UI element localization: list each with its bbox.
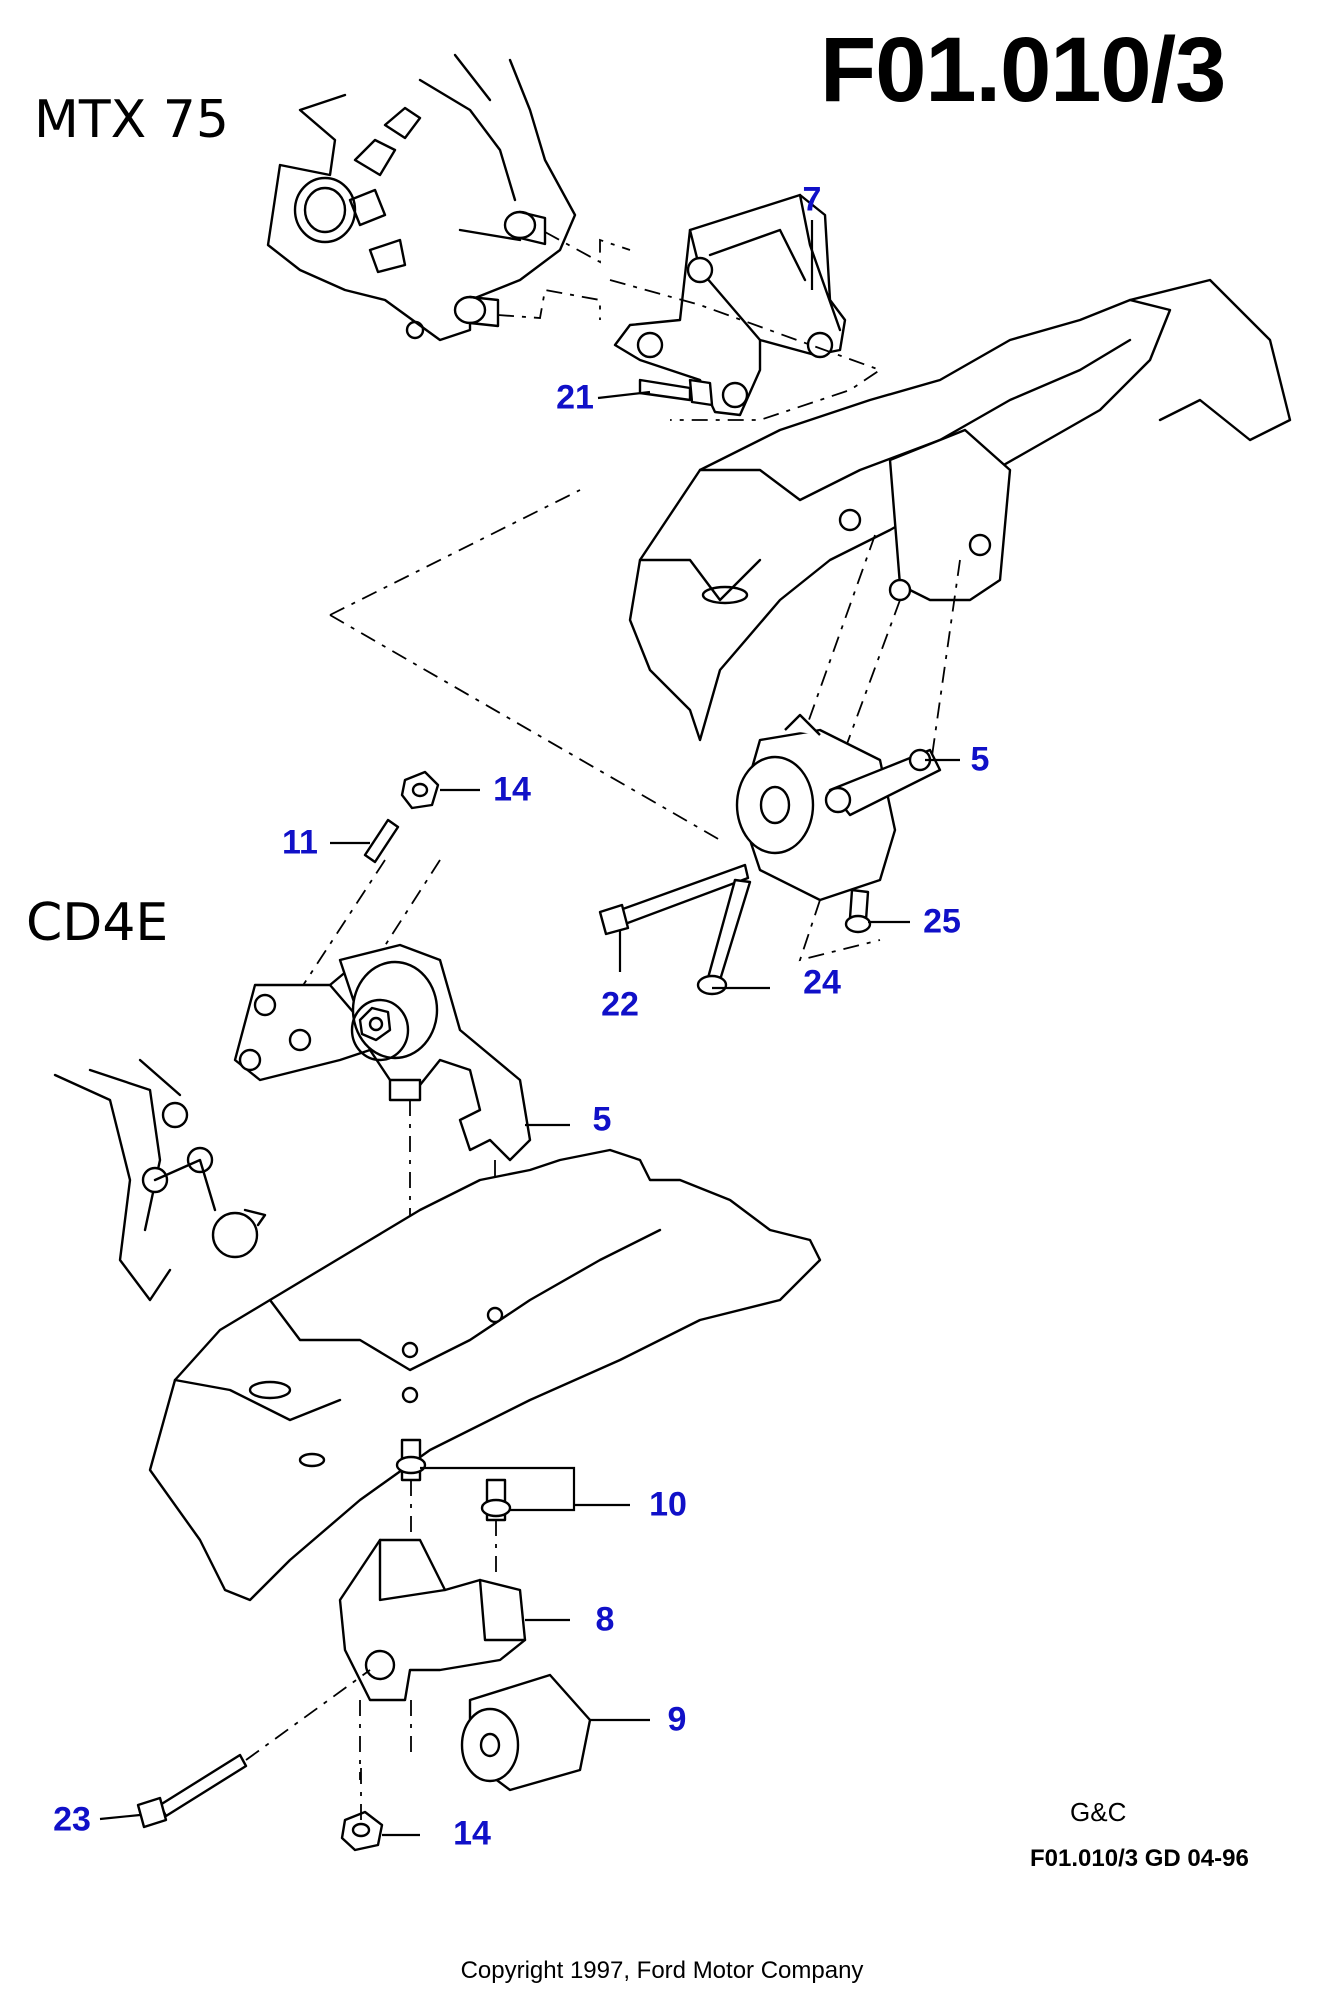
part-8-bracket: [338, 1538, 527, 1702]
part-5-mount-mtx: [735, 713, 942, 962]
crossmember-cd4e: [148, 1148, 822, 1602]
engine-outline-cd4e: [53, 1058, 267, 1302]
callout-14-lower: 14: [453, 1814, 491, 1853]
part-7-mount-bracket: [613, 193, 847, 417]
callout-22: 22: [601, 985, 639, 1024]
bushing-upper: [503, 210, 547, 246]
callout-11: 11: [282, 823, 318, 862]
callout-25: 25: [923, 902, 961, 941]
part-10-studs: [395, 1438, 512, 1522]
transmission-housing: [266, 53, 577, 342]
variant-label-cd4e: CD4E: [26, 893, 169, 953]
drawing-number: F01.010/3 GD 04-96: [1030, 1845, 1249, 1872]
callout-10: 10: [649, 1485, 687, 1524]
leader-lines: [99, 220, 960, 1837]
bushing-lower: [453, 295, 500, 328]
diagram-title: F01.010/3: [820, 19, 1226, 121]
callout-9: 9: [667, 1700, 687, 1739]
publisher-mark: G&C: [1070, 1797, 1127, 1827]
callout-5-mtx: 5: [970, 740, 990, 779]
callout-23: 23: [53, 1800, 91, 1839]
callout-24: 24: [803, 963, 841, 1002]
callout-8: 8: [595, 1600, 615, 1639]
copyright-notice: Copyright 1997, Ford Motor Company: [460, 1957, 864, 1984]
callout-7: 7: [802, 180, 822, 219]
callout-14-upper: 14: [493, 770, 531, 809]
part-25-bolt: [844, 888, 872, 934]
crossmember-mtx: [628, 278, 1292, 742]
part-9-bushing: [460, 1673, 592, 1792]
part-22-bolt: [598, 863, 750, 936]
part-14-nut-upper: [400, 770, 440, 810]
part-23-bolt: [136, 1753, 248, 1829]
part-11-stud: [363, 818, 400, 864]
part-5-mount-cd4e: [338, 943, 532, 1162]
callout-5-cd4e: 5: [592, 1100, 612, 1139]
part-21-bolt: [638, 378, 714, 407]
variant-label-mtx: MTX 75: [34, 90, 229, 150]
part-24-bolt: [696, 878, 752, 996]
part-14-nut-lower: [340, 1810, 384, 1852]
callout-21: 21: [556, 378, 594, 417]
